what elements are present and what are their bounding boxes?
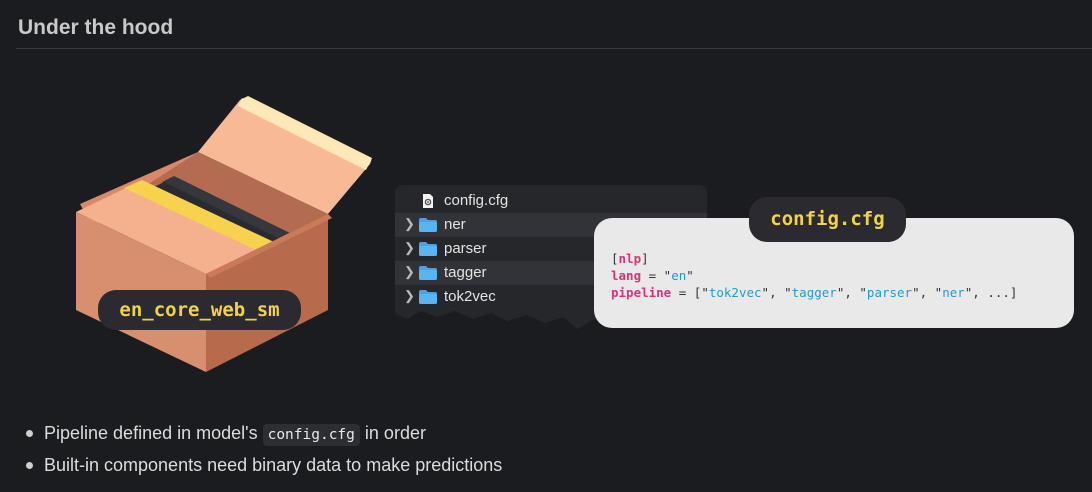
model-box-illustration [76,96,372,372]
code-value-lang: en [671,268,687,283]
tree-item-label: tagger [444,264,487,281]
code-section: nlp [618,251,642,266]
chevron-right-icon[interactable]: ❯ [404,264,415,279]
page-title: Under the hood [18,16,174,39]
gear-file-icon [423,194,433,208]
tree-item-label: ner [444,216,466,233]
folder-icon [419,242,437,256]
tree-item-label: parser [444,240,487,257]
pipeline-item: tagger [791,285,837,300]
chevron-right-icon[interactable]: ❯ [404,240,415,255]
pipeline-item: parser [866,285,913,300]
bullet-text: Built-in components need binary data to … [44,455,503,475]
bullet-text: in order [364,423,426,443]
folder-icon [419,266,437,280]
title-divider [16,48,1092,49]
code-key-pipeline: pipeline [611,285,672,300]
tree-item-parser[interactable]: ❯ parser [395,237,707,261]
list-item: Pipeline defined in model's config.cfg i… [24,420,502,452]
tree-item-config-file[interactable]: config.cfg [395,189,707,213]
tree-item-label: tok2vec [444,288,496,305]
inline-code: config.cfg [262,424,360,446]
bullet-text: Pipeline defined in model's [44,423,258,443]
code-key-lang: lang [611,268,642,283]
config-code-block: [nlp] lang = "en" pipeline = ["tok2vec",… [611,251,1018,300]
list-item: Built-in components need binary data to … [24,452,502,484]
folder-icon [419,290,437,304]
pipeline-more: ... [987,285,1010,300]
pipeline-item: ner [942,285,965,300]
folder-icon [419,218,437,232]
chevron-right-icon[interactable]: ❯ [404,216,415,231]
bullet-list: Pipeline defined in model's config.cfg i… [24,420,502,484]
bullet-dot [26,462,33,469]
model-name-pill: en_core_web_sm [98,290,301,330]
tree-item-tok2vec[interactable]: ❯ tok2vec [395,285,707,309]
pipeline-item: tok2vec [708,285,762,300]
chevron-right-icon[interactable]: ❯ [404,288,415,303]
tree-item-label: config.cfg [444,192,509,209]
config-title-pill: config.cfg [749,197,906,242]
bullet-dot [26,430,33,437]
